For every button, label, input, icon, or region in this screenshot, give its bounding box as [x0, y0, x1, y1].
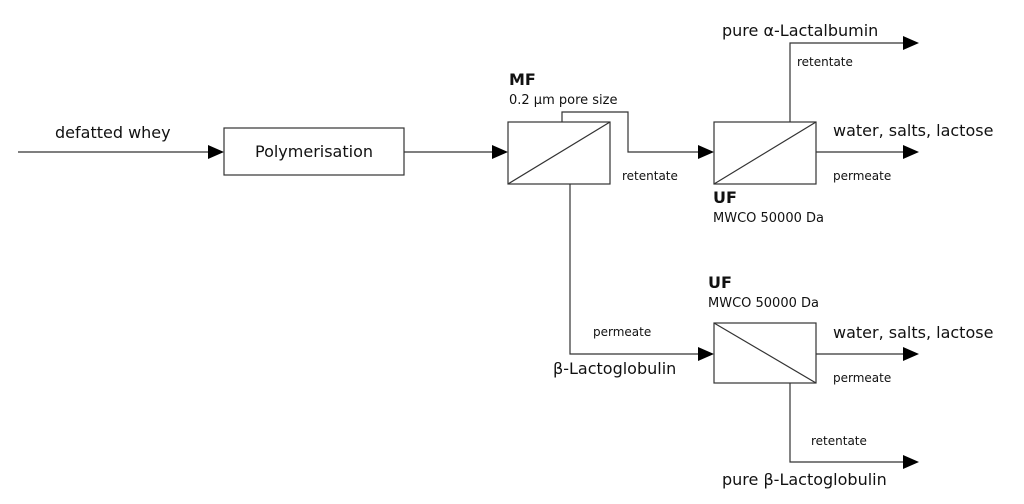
uf-bottom-retentate-label: retentate — [811, 434, 867, 448]
uf-top-membrane — [713, 121, 817, 185]
uf-top-retentate-product: pure α-Lactalbumin — [722, 21, 878, 40]
beta-lactoglobulin-label: β-Lactoglobulin — [553, 359, 676, 378]
uf-top-permeate-product: water, salts, lactose — [833, 121, 993, 140]
uf-bottom-retentate-line — [789, 383, 905, 463]
mf-retentate-arrow — [698, 145, 714, 159]
mf-retentate-line — [561, 111, 700, 153]
feed-arrow — [208, 145, 224, 159]
uf-bottom-retentate-product: pure β-Lactoglobulin — [722, 470, 887, 489]
uf-bottom-retentate-arrow — [903, 455, 919, 469]
mf-title: MF — [509, 70, 536, 89]
uf-top-retentate-line — [789, 42, 905, 122]
uf-bottom-permeate-arrow — [903, 347, 919, 361]
uf-top-permeate-label: permeate — [833, 169, 891, 183]
mf-retentate-label: retentate — [622, 169, 678, 183]
mf-membrane — [507, 121, 611, 185]
uf-top-retentate-label: retentate — [797, 55, 853, 69]
mf-permeate-label: permeate — [593, 325, 651, 339]
mf-subtitle: 0.2 µm pore size — [509, 93, 617, 108]
poly-to-mf-arrow — [492, 145, 508, 159]
uf-bottom-title: UF — [708, 273, 732, 292]
uf-bottom-subtitle: MWCO 50000 Da — [708, 296, 819, 311]
uf-top-title: UF — [713, 188, 737, 207]
input-label: defatted whey — [55, 123, 171, 142]
mf-permeate-line — [569, 184, 700, 355]
uf-bottom-permeate-product: water, salts, lactose — [833, 323, 993, 342]
uf-bottom-permeate-label: permeate — [833, 371, 891, 385]
uf-top-retentate-arrow — [903, 36, 919, 50]
polymerisation-label: Polymerisation — [255, 142, 373, 161]
uf-top-permeate-arrow — [903, 145, 919, 159]
uf-top-subtitle: MWCO 50000 Da — [713, 211, 824, 226]
uf-bottom-membrane — [713, 322, 817, 384]
mf-permeate-arrow — [698, 347, 714, 361]
